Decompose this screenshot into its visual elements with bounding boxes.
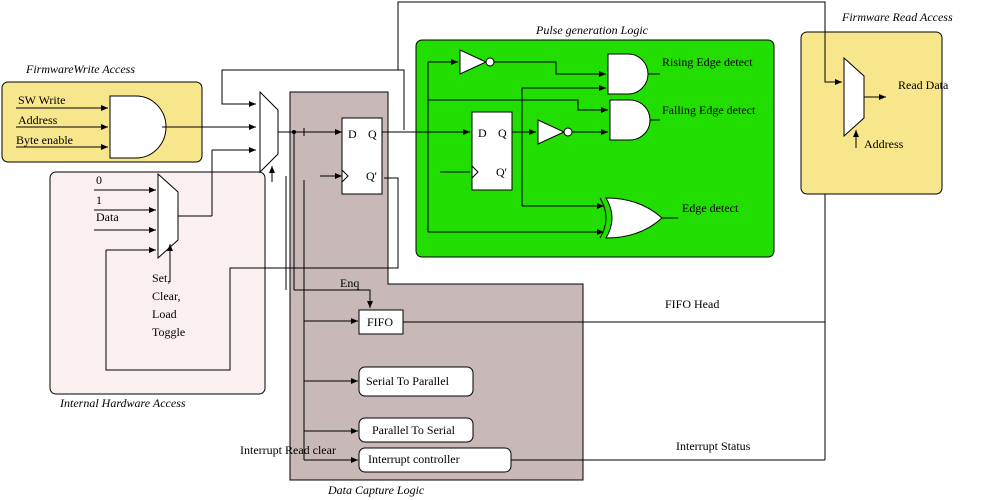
select-label-set: Set, — [152, 271, 170, 285]
mux-input-data: Data — [96, 210, 119, 224]
edge-xor-gate — [605, 197, 663, 239]
firmware-read-region — [800, 31, 943, 195]
serial-to-parallel-label: Serial To Parallel — [366, 374, 450, 388]
inverter-1 — [459, 49, 488, 75]
internal-hardware-region — [49, 171, 266, 395]
address-label: Address — [18, 113, 58, 127]
fifo-head-label: FIFO Head — [665, 297, 719, 311]
write-select-mux — [259, 90, 279, 174]
interrupt-read-clear-label: Interrupt Read clear — [240, 443, 336, 457]
interrupt-controller-label: Interrupt controller — [368, 452, 460, 466]
inverter-2-bubble — [563, 127, 573, 137]
byte-enable-label: Byte enable — [16, 133, 73, 147]
sw-write-label: SW Write — [18, 93, 65, 107]
rising-edge-label: Rising Edge detect — [662, 55, 753, 69]
read-address-label: Address — [864, 137, 904, 151]
capture-flipflop — [341, 117, 383, 195]
inverter-2 — [537, 119, 566, 145]
firmware-write-title: FirmwareWrite Access — [25, 62, 135, 76]
pulse-generation-title: Pulse generation Logic — [535, 23, 649, 37]
delay-flipflop — [471, 111, 513, 191]
firmware-read-title: Firmware Read Access — [841, 10, 953, 24]
xor-gate-back-curve — [599, 197, 607, 239]
enq-label: Enq — [340, 276, 359, 290]
pulse-generation-region — [415, 39, 775, 258]
falling-edge-and-gate — [609, 99, 651, 141]
select-label-clear: Clear, — [152, 289, 181, 303]
read-data-mux — [843, 56, 865, 138]
parallel-to-serial-block — [358, 417, 474, 443]
falling-edge-label: Falling Edge detect — [662, 103, 756, 117]
interrupt-status-label: Interrupt Status — [676, 439, 751, 453]
write-and-gate — [109, 95, 167, 159]
fifo-block — [358, 309, 404, 335]
select-label-toggle: Toggle — [152, 325, 185, 339]
hardware-mux — [157, 172, 179, 260]
parallel-to-serial-label: Parallel To Serial — [372, 423, 456, 437]
delay-ff-qbar-label: Q' — [496, 165, 507, 179]
delay-ff-d-label: D — [478, 126, 487, 140]
mux-input-zero: 0 — [96, 173, 102, 187]
serial-to-parallel-block — [358, 366, 474, 397]
rising-edge-and-gate — [607, 53, 649, 95]
capture-ff-d-label: D — [348, 127, 357, 141]
data-capture-title: Data Capture Logic — [327, 483, 425, 497]
edge-detect-label: Edge detect — [682, 201, 739, 215]
mux-input-one: 1 — [96, 193, 102, 207]
delay-ff-q-label: Q — [498, 126, 507, 140]
select-label-load: Load — [152, 307, 177, 321]
inverter-1-bubble — [485, 57, 495, 67]
fifo-label: FIFO — [367, 315, 393, 329]
internal-hardware-title: Internal Hardware Access — [59, 396, 186, 410]
read-data-label: Read Data — [898, 78, 949, 92]
capture-ff-q-label: Q — [368, 127, 377, 141]
capture-ff-qbar-label: Q' — [366, 169, 377, 183]
